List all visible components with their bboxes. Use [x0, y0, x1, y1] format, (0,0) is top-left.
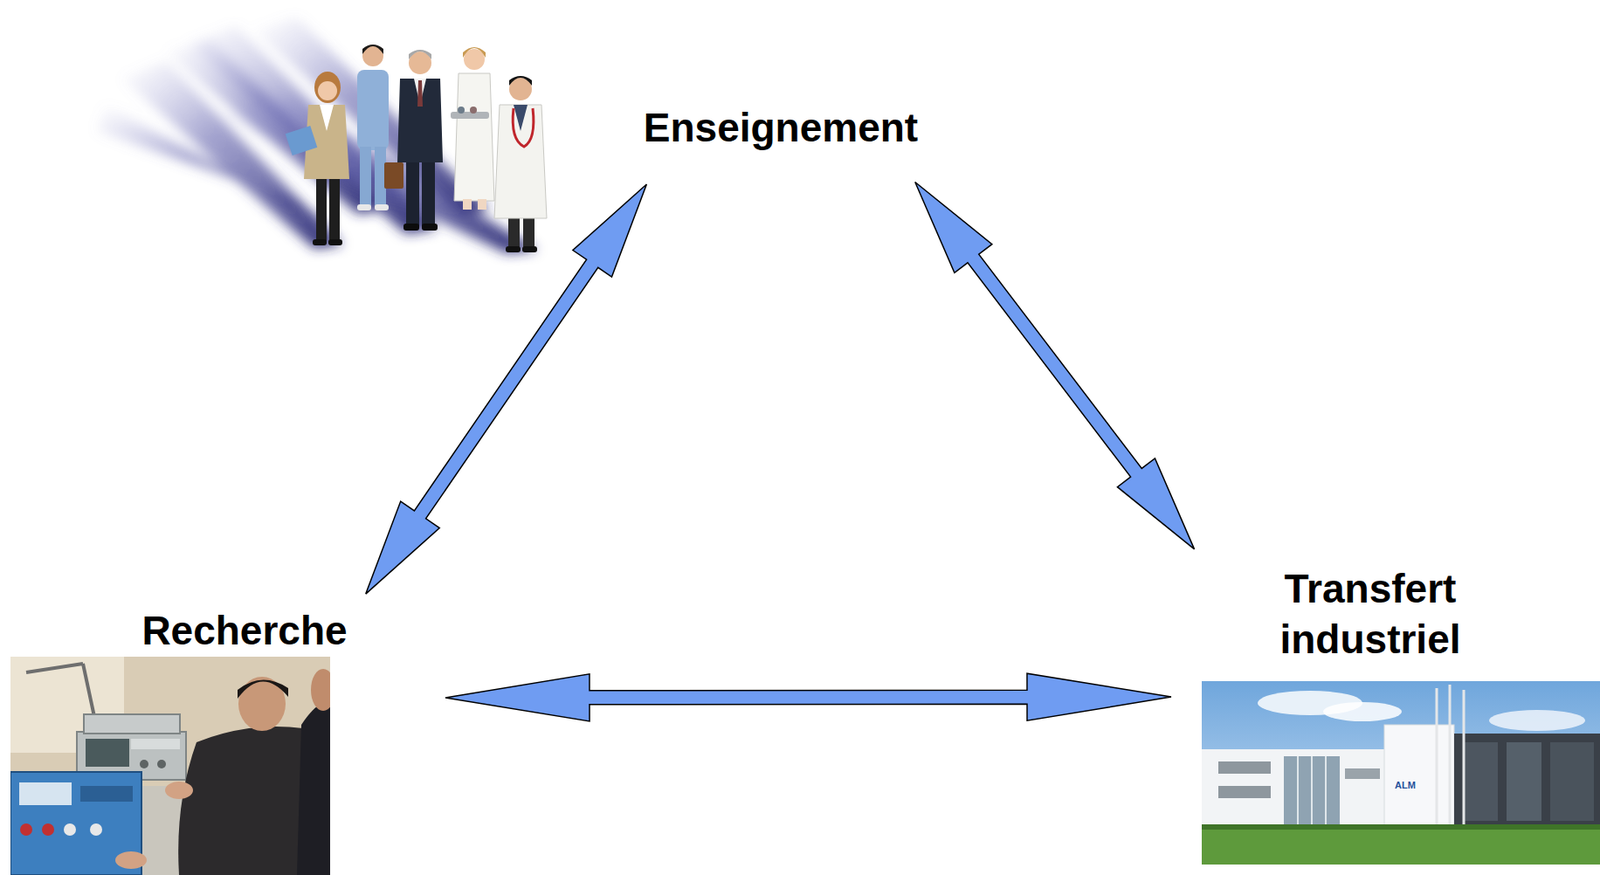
lab-photo-part: [296, 702, 331, 875]
lab-photo-part: [115, 851, 147, 869]
person-suit: [384, 49, 443, 231]
person-woman-folder-part: [317, 81, 338, 101]
person-doctor: [494, 75, 547, 253]
person-woman-folder-part: [285, 125, 318, 156]
double-arrow: [915, 181, 1195, 549]
lab-photo-part: [63, 823, 76, 836]
person-suit-part: [417, 80, 423, 107]
lab-photo-part: [83, 714, 180, 734]
person-nurse-part: [462, 47, 486, 58]
person-suit-part: [421, 223, 438, 231]
building-photo: [1201, 681, 1600, 865]
person-scrubs-part: [357, 69, 389, 151]
building-photo-part: [1506, 742, 1542, 821]
double-arrow: [445, 673, 1172, 722]
person-woman-folder: [285, 71, 350, 246]
person-woman-folder-part: [312, 239, 327, 246]
person-suit-part: [421, 157, 435, 228]
building-photo-part: [1201, 824, 1600, 865]
lab-photo-part: [10, 656, 331, 875]
lab-photo-part: [165, 781, 194, 800]
person-scrubs-part: [362, 44, 384, 55]
lab-photo-part: [131, 738, 180, 750]
person-doctor-part: [494, 104, 547, 219]
building-photo-part: [1296, 756, 1299, 830]
person-woman-folder-part: [316, 171, 327, 242]
building-photo-part: [1462, 689, 1466, 830]
building-photo-part: [1201, 824, 1600, 830]
building-photo-part: [1489, 710, 1586, 732]
building-photo-part: [1310, 756, 1313, 830]
node-label: Transfert industriel: [1256, 563, 1484, 665]
person-woman-folder-part: [329, 171, 340, 242]
person-suit-part: [403, 223, 420, 231]
person-doctor-part: [513, 104, 528, 132]
lab-photo-part: [19, 782, 72, 806]
figure-shadow: [97, 17, 538, 254]
person-suit-part: [406, 157, 420, 228]
person-scrubs-part: [374, 204, 389, 211]
person-woman-folder-part: [319, 104, 334, 132]
person-doctor-part: [509, 75, 532, 86]
lab-photo-part: [85, 738, 130, 767]
building-photo-part: [1218, 761, 1271, 774]
person-scrubs-part: [357, 204, 372, 211]
lab-photo-part: [20, 823, 33, 836]
lab-photo-part: [157, 759, 166, 769]
person-doctor-part: [522, 246, 538, 253]
industry-label: Transfert industriel: [1201, 558, 1600, 869]
lab-photo-part: [26, 663, 83, 673]
lab-photo-part: [41, 823, 55, 836]
person-doctor-part: [512, 108, 534, 147]
building-photo-part: [1550, 742, 1594, 821]
person-nurse-part: [450, 111, 490, 119]
building-photo-part: [1324, 756, 1327, 830]
node-label: Enseignement: [643, 102, 918, 153]
person-scrubs: [357, 44, 389, 211]
person-woman-folder-part: [314, 71, 341, 104]
lab-photo: [10, 656, 331, 875]
lab-photo-part: [237, 679, 289, 699]
building-photo-part: [1384, 724, 1455, 830]
building-photo-part: [1454, 733, 1600, 830]
building-photo-part: [1344, 768, 1380, 780]
person-woman-folder-part: [328, 239, 343, 246]
person-suit-part: [397, 78, 443, 163]
person-scrubs-part: [359, 146, 372, 208]
person-nurse-part: [469, 106, 477, 114]
sign-text: ALM: [1394, 779, 1416, 791]
teaching-label: Enseignement: [634, 98, 928, 160]
person-suit-part: [408, 49, 432, 60]
person-suit-part: [384, 162, 404, 189]
building-photo-part: [1462, 742, 1498, 821]
person-nurse-part: [462, 199, 472, 210]
person-doctor-part: [505, 246, 521, 253]
building-photo-part: [1448, 684, 1452, 830]
lab-photo-part: [80, 786, 133, 802]
staff-photo: [97, 17, 547, 254]
building-photo-part: [1323, 702, 1402, 722]
person-nurse-part: [463, 48, 485, 70]
person-nurse-part: [457, 106, 465, 114]
person-nurse-part: [477, 199, 487, 210]
building-photo-part: [1435, 688, 1439, 830]
building-photo-part: [1283, 756, 1340, 830]
figure-shadow-part: [97, 104, 332, 228]
double-arrow: [365, 184, 648, 594]
person-nurse: [450, 47, 495, 210]
building-photo-part: [1218, 786, 1271, 799]
lab-photo-part: [89, 823, 103, 836]
building-photo-part: [1201, 681, 1600, 865]
node-label: Recherche: [141, 605, 347, 656]
lab-photo-part: [310, 668, 331, 711]
person-nurse-part: [454, 73, 495, 201]
person-scrubs-part: [362, 45, 384, 67]
research-label: Recherche: [10, 602, 360, 875]
lab-photo-part: [139, 759, 149, 769]
